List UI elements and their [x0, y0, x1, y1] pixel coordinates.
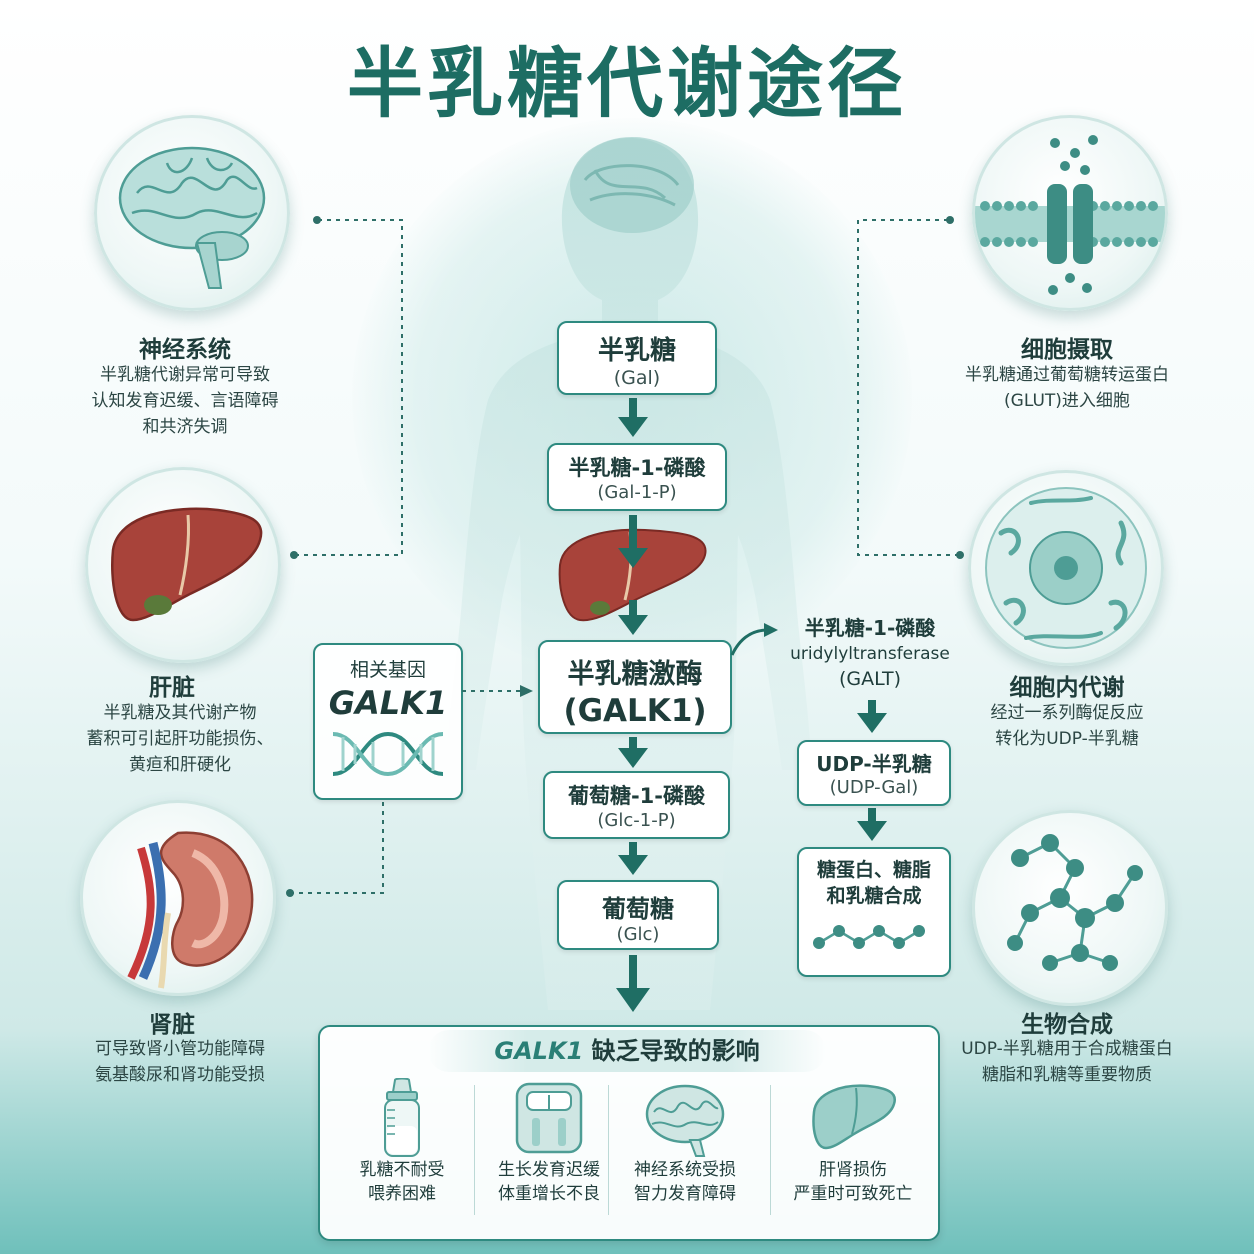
node-sublabel: (Gal-1-P)	[597, 482, 677, 503]
node-sublabel: (Gal)	[613, 367, 661, 389]
effects-heading-gene: GALK1	[494, 1037, 584, 1065]
divider	[770, 1085, 771, 1215]
desc-line: 转化为UDP-半乳糖	[995, 729, 1139, 749]
gene-name: GALK1	[328, 684, 448, 722]
divider	[608, 1085, 609, 1215]
synthesis-node: 糖蛋白、糖脂 和乳糖合成	[797, 847, 951, 977]
desc-line: 半乳糖代谢异常可导致	[100, 365, 270, 385]
effect-line: 体重增长不良	[498, 1184, 600, 1204]
desc-line: 氨基酸尿和肾功能受损	[95, 1065, 265, 1085]
desc-line: 黄疸和肝硬化	[129, 755, 231, 775]
desc-line: 和共济失调	[142, 417, 228, 437]
cell-metabolism-circle	[968, 470, 1164, 666]
cell-uptake-title: 细胞摄取	[1021, 337, 1113, 363]
cell-metabolism-desc: 经过一系列酶促反应 转化为UDP-半乳糖	[935, 700, 1199, 752]
divider	[474, 1085, 475, 1215]
cell-uptake-circle	[972, 115, 1168, 311]
node-label: 葡萄糖	[602, 895, 674, 923]
liver-desc: 半乳糖及其代谢产物 蓄积可引起肝功能损伤、 黄疸和肝硬化	[45, 700, 315, 778]
udp-gal-node: UDP-半乳糖 (UDP-Gal)	[797, 740, 951, 806]
kidney-icon	[127, 831, 254, 989]
node-sublabel: (UDP-Gal)	[829, 777, 919, 798]
galk1-enzyme-node: 半乳糖激酶 (GALK1)	[538, 640, 732, 734]
galactose-node: 半乳糖 (Gal)	[557, 321, 717, 395]
body-liver-icon	[558, 528, 707, 622]
node-label: 半乳糖激酶	[567, 659, 703, 690]
effect-line: 生长发育迟缓	[498, 1160, 600, 1180]
effect-line: 智力发育障碍	[634, 1184, 736, 1204]
kidney-gene-connector	[290, 800, 384, 894]
liver-title: 肝脏	[149, 675, 195, 701]
gal1p-node: 半乳糖-1-磷酸 (Gal-1-P)	[547, 443, 727, 511]
baby-bottle-icon	[384, 1078, 420, 1157]
glucose-node: 葡萄糖 (Glc)	[557, 880, 719, 950]
membrane-transport-icon	[975, 135, 1165, 295]
effects-heading-text: 缺乏导致的影响	[591, 1037, 760, 1065]
node-label: 半乳糖-1-磷酸	[568, 456, 706, 480]
liver-icon	[812, 1084, 897, 1150]
nervous-system-desc: 半乳糖代谢异常可导致 认知发育迟缓、言语障碍 和共济失调	[55, 362, 315, 440]
desc-line: 半乳糖通过葡萄糖转运蛋白	[965, 365, 1169, 385]
node-label: UDP-半乳糖	[816, 752, 932, 776]
galt-name-en: uridylyltransferase	[790, 644, 950, 664]
node-label: 半乳糖	[597, 336, 676, 366]
brain-icon	[645, 1084, 725, 1157]
desc-line: 糖脂和乳糖等重要物质	[982, 1065, 1152, 1085]
gene-box: 相关基因 GALK1	[313, 643, 463, 800]
effect-item-neuro: 神经系统受损 智力发育障碍	[610, 1078, 760, 1206]
node-label: 糖蛋白、糖脂	[816, 859, 931, 881]
glc1p-node: 葡萄糖-1-磷酸 (Glc-1-P)	[543, 771, 730, 839]
effect-line: 神经系统受损	[634, 1160, 736, 1180]
node-sublabel: (Glc-1-P)	[597, 810, 676, 831]
effect-item-feeding: 乳糖不耐受 喂养困难	[327, 1078, 477, 1206]
cell-metabolism-title: 细胞内代谢	[1009, 675, 1125, 701]
nervous-system-title: 神经系统	[139, 337, 231, 363]
kidney-circle	[80, 800, 276, 996]
gene-label: 相关基因	[349, 659, 426, 681]
liver-icon	[111, 507, 263, 622]
molecule-chain-icon	[813, 925, 925, 949]
desc-line: 蓄积可引起肝功能损伤、	[86, 729, 274, 749]
brain-icon	[118, 146, 266, 289]
effect-item-growth: 生长发育迟缓 体重增长不良	[474, 1078, 624, 1206]
cell-uptake-desc: 半乳糖通过葡萄糖转运蛋白 (GLUT)进入细胞	[935, 362, 1199, 414]
desc-line: 认知发育迟缓、言语障碍	[91, 391, 279, 411]
effect-line: 肝肾损伤	[819, 1160, 887, 1180]
effect-line: 严重时可致死亡	[793, 1184, 913, 1204]
cell-icon	[985, 487, 1147, 649]
molecule-icon	[1007, 834, 1143, 971]
galt-name-cn: 半乳糖-1-磷酸	[804, 616, 936, 640]
effect-line: 乳糖不耐受	[359, 1160, 445, 1180]
desc-line: 经过一系列酶促反应	[990, 703, 1144, 723]
biosynthesis-title: 生物合成	[1021, 1012, 1113, 1038]
scale-icon	[515, 1082, 583, 1154]
effect-item-liver-kidney: 肝肾损伤 严重时可致死亡	[778, 1078, 928, 1206]
desc-line: UDP-半乳糖用于合成糖蛋白	[961, 1039, 1173, 1059]
biosynthesis-circle	[972, 810, 1168, 1006]
node-sublabel: (GALK1)	[563, 693, 707, 729]
galt-enzyme-label: 半乳糖-1-磷酸 uridylyltransferase (GALT)	[770, 614, 970, 692]
desc-line: (GLUT)进入细胞	[1004, 391, 1130, 411]
page-title: 半乳糖代谢途径	[347, 39, 907, 128]
biosynthesis-desc: UDP-半乳糖用于合成糖蛋白 糖脂和乳糖等重要物质	[935, 1036, 1199, 1088]
node-label: 和乳糖合成	[826, 885, 922, 907]
node-label: 葡萄糖-1-磷酸	[567, 784, 706, 808]
galt-abbrev: (GALT)	[838, 668, 902, 690]
dna-icon	[332, 731, 444, 777]
effect-line: 喂养困难	[368, 1184, 436, 1204]
effects-heading: GALK1 缺乏导致的影响	[428, 1030, 826, 1072]
liver-circle	[85, 467, 281, 663]
kidney-title: 肾脏	[149, 1012, 195, 1038]
node-sublabel: (Glc)	[616, 924, 660, 945]
desc-line: 可导致肾小管功能障碍	[95, 1039, 265, 1059]
kidney-desc: 可导致肾小管功能障碍 氨基酸尿和肾功能受损	[50, 1036, 310, 1088]
nervous-system-circle	[94, 115, 290, 311]
desc-line: 半乳糖及其代谢产物	[103, 703, 257, 723]
